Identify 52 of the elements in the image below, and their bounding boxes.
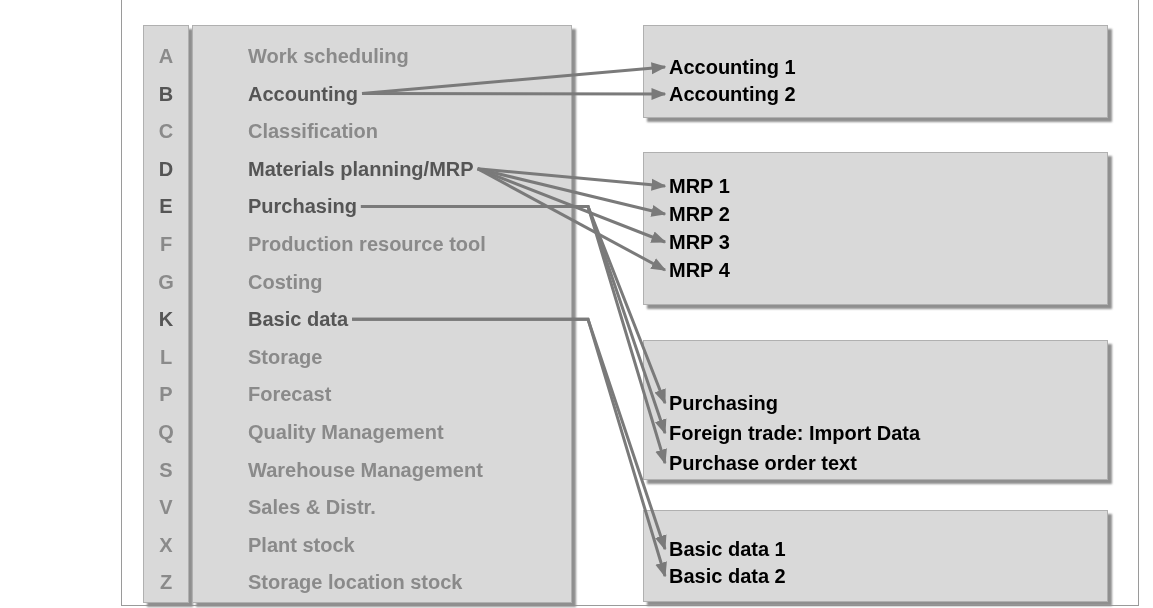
- view-item: MRP 4: [669, 258, 730, 282]
- row-letter: B: [158, 81, 174, 106]
- view-item: Purchase order text: [669, 451, 857, 475]
- view-name: Storage location stock: [248, 570, 463, 595]
- view-name: Costing: [248, 269, 323, 294]
- row-letter: G: [158, 269, 174, 294]
- row-letter: C: [158, 119, 174, 144]
- row-letter: L: [159, 344, 173, 369]
- view-name: Classification: [248, 119, 379, 144]
- view-name: Work scheduling: [248, 44, 409, 68]
- view-name: Materials planning/MRP: [248, 156, 474, 181]
- view-name: Accounting: [248, 81, 358, 106]
- view-item: Foreign trade: Import Data: [669, 421, 921, 445]
- arrow: [477, 167, 667, 191]
- view-item: Basic data 2: [669, 564, 786, 588]
- arrow: [476, 167, 667, 272]
- row-letter: P: [159, 382, 173, 407]
- view-panel: [643, 152, 1108, 305]
- letter-column-panel: [143, 25, 189, 603]
- view-name: Plant stock: [248, 532, 355, 557]
- view-item: Basic data 1: [669, 537, 786, 561]
- row-letter: V: [159, 495, 173, 520]
- arrow: [477, 167, 667, 244]
- view-panel: [643, 510, 1108, 602]
- view-item: Accounting 2: [669, 82, 796, 106]
- row-letter: E: [159, 194, 173, 219]
- view-item: MRP 1: [669, 174, 730, 198]
- row-letter: F: [159, 232, 173, 256]
- row-letter: A: [158, 44, 174, 68]
- row-letter: D: [158, 156, 174, 181]
- view-name: Warehouse Management: [248, 457, 483, 482]
- view-panel: [643, 25, 1108, 118]
- view-item: MRP 2: [669, 202, 730, 226]
- row-letter: X: [159, 532, 173, 557]
- view-item: Purchasing: [669, 391, 778, 415]
- view-name: Basic data: [248, 307, 349, 332]
- arrow: [362, 88, 667, 100]
- row-letter: K: [158, 307, 174, 332]
- view-name: Sales & Distr.: [248, 495, 376, 520]
- arrow: [477, 167, 667, 217]
- view-panel: [643, 340, 1108, 480]
- view-name: Forecast: [248, 382, 332, 407]
- view-name: Storage: [248, 344, 323, 369]
- view-item: MRP 3: [669, 230, 730, 254]
- row-letter: Q: [158, 420, 174, 444]
- view-name: Quality Management: [248, 420, 444, 444]
- view-item: Accounting 1: [669, 55, 796, 79]
- view-name: Purchasing: [248, 194, 357, 219]
- row-letter: Z: [159, 570, 173, 595]
- row-letter: S: [159, 457, 173, 482]
- view-name: Production resource tool: [248, 232, 486, 256]
- view-panel: [192, 25, 572, 603]
